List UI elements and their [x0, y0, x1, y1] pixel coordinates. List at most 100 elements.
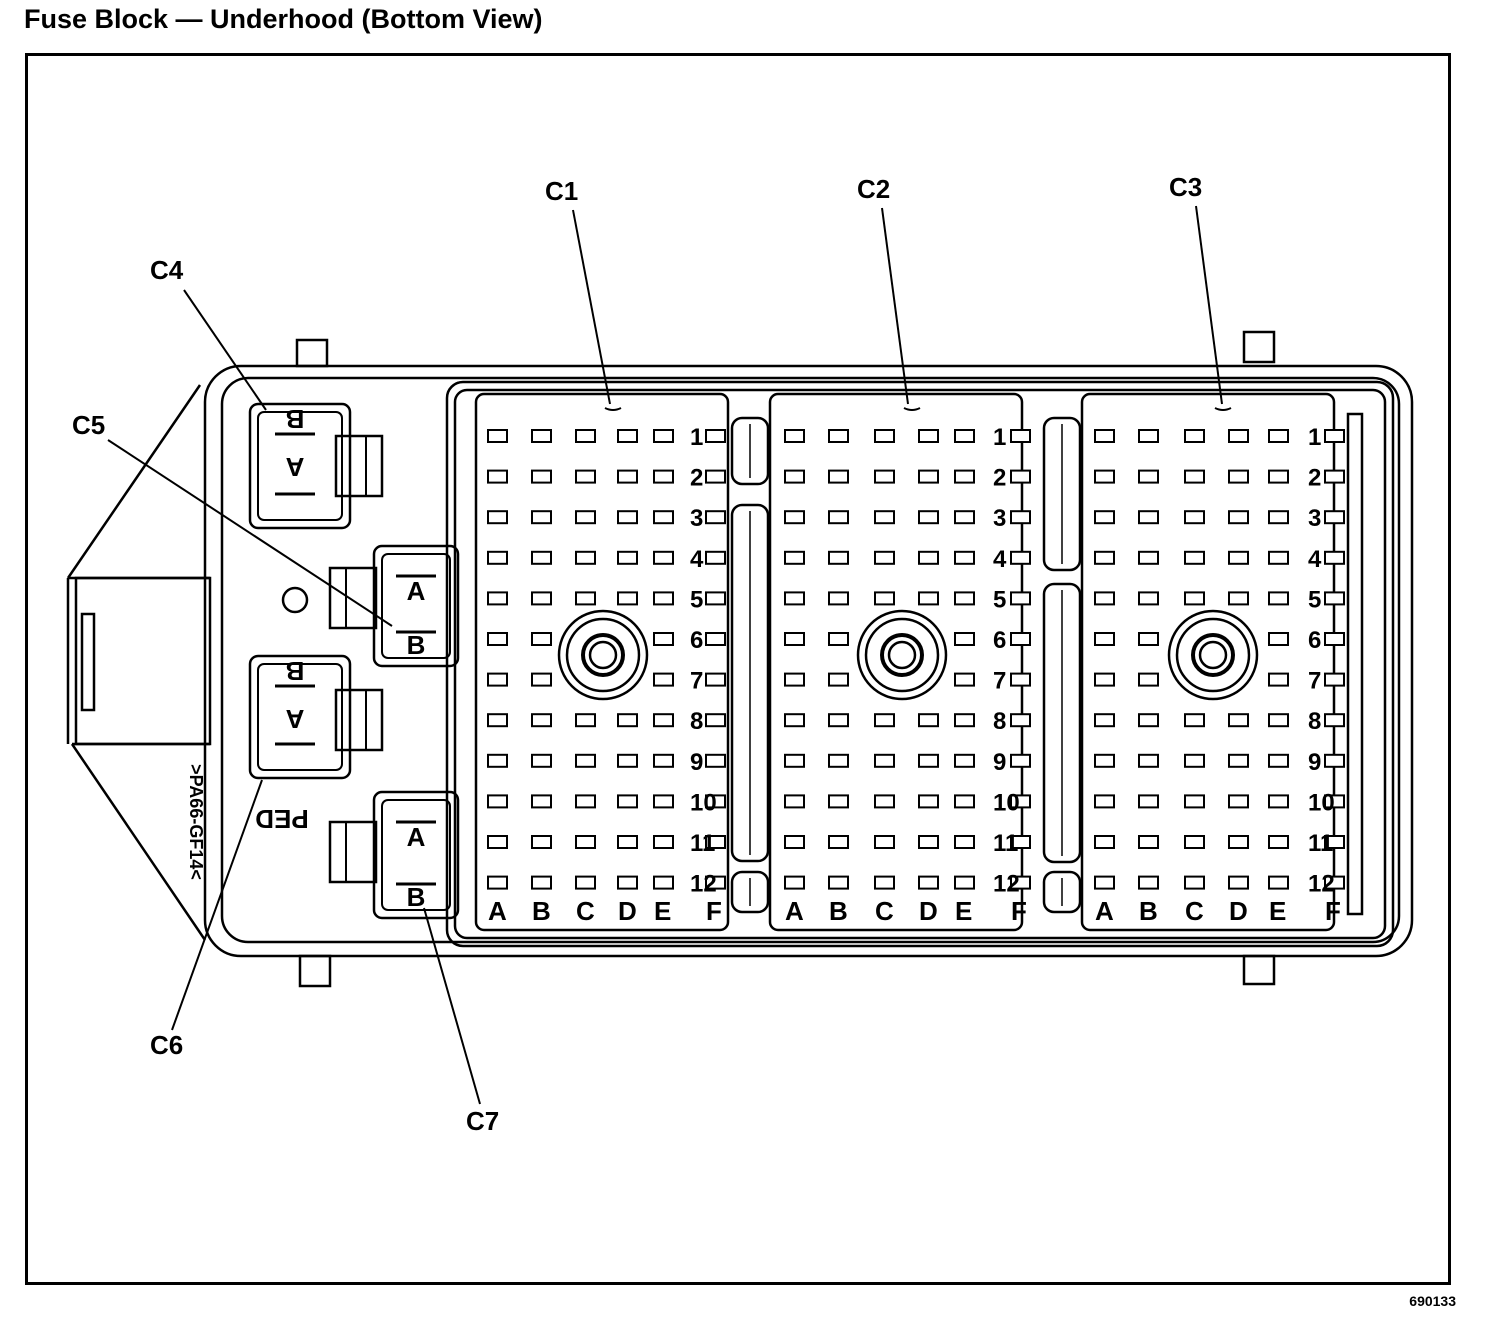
c2-column-letter: F	[1011, 896, 1027, 926]
c2-cavity-D3	[918, 510, 939, 525]
c1-bolt-hub-ring	[588, 640, 618, 670]
c2-cavity-C5	[874, 591, 895, 606]
c2-cavity-A7	[784, 672, 805, 687]
c1-cavity-F3	[705, 510, 726, 525]
c2-cavity-F1	[1010, 429, 1031, 443]
c1-cavity-E6	[653, 632, 674, 646]
c2-cavity-A2	[784, 469, 805, 484]
c2-cavity-A1	[784, 429, 805, 443]
c4-latch	[334, 434, 384, 498]
c3-cavity-C10	[1184, 794, 1205, 809]
c2-cavity-B10	[828, 794, 849, 809]
c2-bolt-hub-ring	[856, 609, 948, 701]
c3-cavity-D12	[1228, 875, 1249, 890]
c1-cavity-A3	[487, 510, 508, 525]
c5-connector-body	[372, 544, 460, 668]
c2-cavity-F4	[1010, 550, 1031, 565]
c3-cavity-E2	[1268, 469, 1289, 484]
c2-cavity-B9	[828, 753, 849, 768]
c1-row-number: 9	[690, 749, 703, 776]
c1-cavity-F11	[705, 835, 726, 849]
c1-cavity-C3	[575, 510, 596, 525]
figure-frame	[25, 53, 1451, 1285]
c2-cavity-F3	[1010, 510, 1031, 525]
c2-row-number: 2	[993, 465, 1006, 492]
c1-cavity-B5	[531, 591, 552, 606]
c2-cavity-C3	[874, 510, 895, 525]
mounting-tab	[298, 954, 332, 988]
separator-rib	[1042, 870, 1082, 914]
c1-row-number: 11	[690, 830, 715, 857]
side-bracket-latch	[74, 576, 212, 746]
c3-cavity-A9	[1094, 753, 1115, 768]
c2-row-number: 9	[993, 749, 1006, 776]
c3-leader-line	[1195, 205, 1223, 405]
c5-latch	[328, 566, 378, 630]
c2-column-letter: A	[785, 896, 804, 926]
c1-cavity-B4	[531, 550, 552, 565]
c1-cavity-E11	[653, 835, 674, 849]
side-bracket-slot	[80, 612, 96, 712]
connector-bay	[445, 380, 1395, 948]
c2-cavity-C4	[874, 550, 895, 565]
c7-leader-line	[423, 907, 481, 1105]
c3-cavity-A1	[1094, 429, 1115, 443]
c3-row-number: 10	[1308, 789, 1335, 816]
c1-cavity-C12	[575, 875, 596, 890]
c1-cavity-E12	[653, 875, 674, 890]
c3-cavity-E4	[1268, 550, 1289, 565]
c1-column-letter: E	[654, 896, 671, 926]
c3-cavity-F1	[1324, 429, 1345, 443]
c3-cavity-A10	[1094, 794, 1115, 809]
c3-bolt-hub-ring	[1198, 640, 1228, 670]
c2-cavity-F9	[1010, 753, 1031, 768]
c3-cavity-F10	[1324, 794, 1345, 809]
c1-row-number: 6	[690, 627, 703, 654]
c1-cavity-E2	[653, 469, 674, 484]
c2-cavity-E1	[954, 429, 975, 443]
c2-cavity-B8	[828, 713, 849, 728]
c2-index-mark	[903, 407, 921, 411]
c3-cavity-F8	[1324, 713, 1345, 728]
c3-row-number: 12	[1308, 871, 1335, 898]
c3-cavity-E11	[1268, 835, 1289, 849]
c3-cavity-A6	[1094, 632, 1115, 646]
c5-connector-inner	[381, 553, 451, 659]
c3-cavity-A4	[1094, 550, 1115, 565]
c3-cavity-B1	[1138, 429, 1159, 443]
c1-cavity-E4	[653, 550, 674, 565]
c1-cavity-C2	[575, 469, 596, 484]
c1-cavity-A8	[487, 713, 508, 728]
c2-cavity-E5	[954, 591, 975, 606]
c2-cavity-C9	[874, 753, 895, 768]
c1-row-number: 7	[690, 668, 703, 695]
c1-leader-line	[572, 209, 611, 405]
c2-cavity-B2	[828, 469, 849, 484]
c3-cavity-A2	[1094, 469, 1115, 484]
c3-cavity-B10	[1138, 794, 1159, 809]
c3-cavity-F5	[1324, 591, 1345, 606]
c1-column-letter: B	[532, 896, 551, 926]
c2-cavity-C8	[874, 713, 895, 728]
c1-cavity-B3	[531, 510, 552, 525]
c3-cavity-D3	[1228, 510, 1249, 525]
c3-cavity-E8	[1268, 713, 1289, 728]
c3-row-number: 4	[1308, 546, 1322, 573]
c3-cavity-F12	[1324, 875, 1345, 890]
separator-rib	[1042, 416, 1082, 572]
c2-cavity-E2	[954, 469, 975, 484]
c2-cavity-A11	[784, 835, 805, 849]
c1-cavity-A4	[487, 550, 508, 565]
c2-row-number: 7	[993, 668, 1006, 695]
c1-cavity-A11	[487, 835, 508, 849]
c3-cavity-E1	[1268, 429, 1289, 443]
c3-cavity-F2	[1324, 469, 1345, 484]
page-title: Fuse Block — Underhood (Bottom View)	[24, 4, 543, 34]
c2-cavity-D9	[918, 753, 939, 768]
c2-bolt-hub-ring	[864, 617, 940, 693]
c6-latch	[334, 688, 384, 752]
c3-column-letter: E	[1269, 896, 1286, 926]
c2-row-number: 6	[993, 627, 1006, 654]
c1-cavity-C1	[575, 429, 596, 443]
c3-row-number: 1	[1308, 424, 1321, 451]
